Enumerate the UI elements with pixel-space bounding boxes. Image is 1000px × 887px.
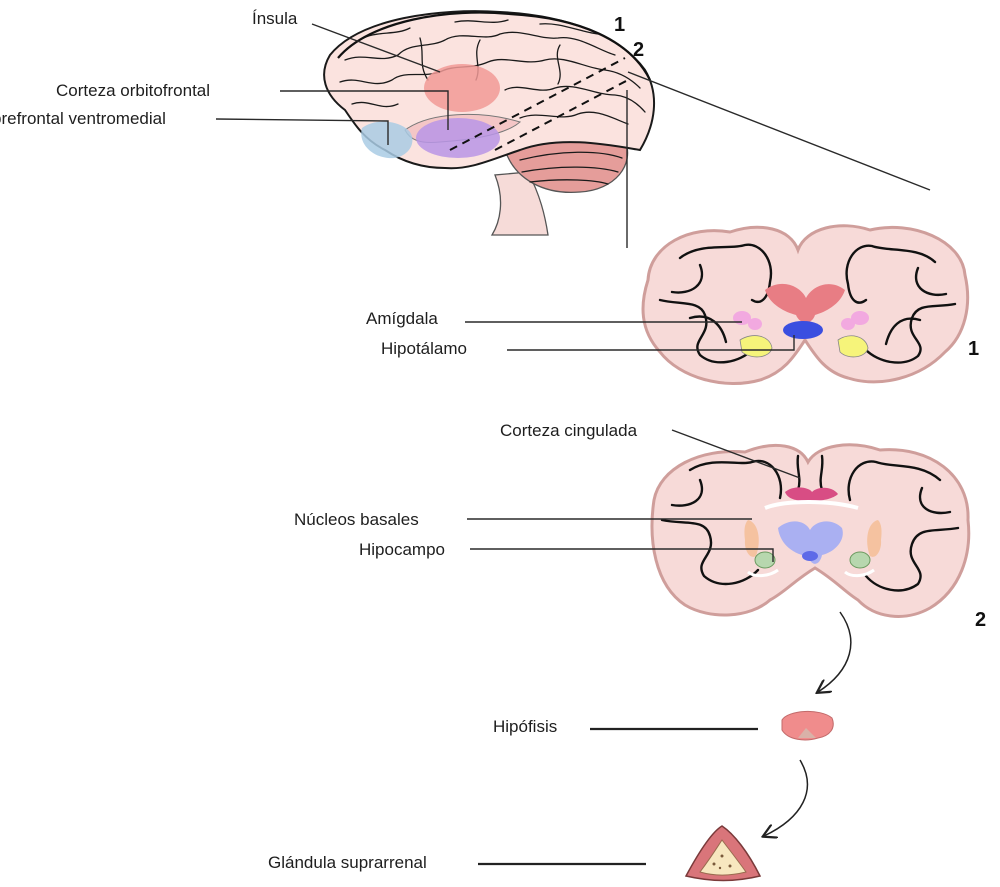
label-cingulada: Corteza cingulada: [500, 421, 638, 440]
leader-hipotalamo: [507, 335, 795, 351]
label-ventromedial: prefrontal ventromedial: [0, 109, 166, 128]
section-1-amygdala-right: [851, 311, 869, 325]
pituitary-illustration: [781, 711, 834, 741]
section-2-basal-nucleus-left: [744, 520, 759, 557]
section-marker-2-top: 2: [633, 39, 644, 61]
projection-line-right: [627, 71, 931, 191]
coronal-section-2: [650, 443, 971, 618]
brainstem: [490, 171, 549, 236]
leader-hipocampo: [470, 548, 774, 562]
section-1-midline-structure: [765, 283, 845, 323]
section-1-yellow-nucleus-left: [739, 335, 773, 358]
section-1-yellow-nucleus-right: [837, 335, 869, 358]
label-orbitofrontal: Corteza orbitofrontal: [56, 81, 210, 100]
label-hipocampo: Hipocampo: [359, 540, 445, 559]
label-amigdala: Amígdala: [366, 309, 438, 328]
label-hipotalamo: Hipotálamo: [381, 339, 467, 358]
sagittal-brain-illustration: [323, 10, 656, 236]
label-basales: Núcleos basales: [294, 510, 419, 529]
label-hipofisis: Hipófisis: [493, 717, 557, 736]
coronal-section-1: [641, 224, 970, 385]
insula-region: [424, 64, 500, 112]
section-2-cingulate: [785, 487, 838, 501]
arrow-to-adrenal: [764, 759, 809, 836]
section-2-basal-nucleus-right: [867, 520, 882, 557]
section-2-hippocampus-right: [849, 551, 871, 569]
orbitofrontal-region: [416, 118, 500, 158]
label-insula: Ínsula: [252, 9, 298, 28]
section-2-ventricles: [778, 521, 843, 564]
section-1-amygdala-right-2: [841, 318, 855, 330]
section-marker-2: 2: [975, 609, 986, 631]
arrow-to-pituitary: [818, 611, 852, 692]
leader-orbitofrontal: [280, 90, 449, 130]
section-marker-1: 1: [968, 338, 979, 360]
section-2-hippocampus-left: [754, 551, 776, 569]
leader-insula: [311, 23, 441, 73]
section-2-third-ventricle: [802, 551, 818, 561]
adrenal-gland-illustration: [684, 825, 762, 882]
label-suprarrenal: Glándula suprarrenal: [268, 853, 427, 872]
section-1-hypothalamus: [783, 321, 823, 339]
section-1-amygdala-left-2: [748, 318, 762, 330]
leader-cingulada: [671, 429, 801, 479]
section-marker-1-top: 1: [614, 14, 625, 36]
leader-ventromedial: [215, 118, 389, 145]
ventromedial-region: [361, 121, 413, 159]
